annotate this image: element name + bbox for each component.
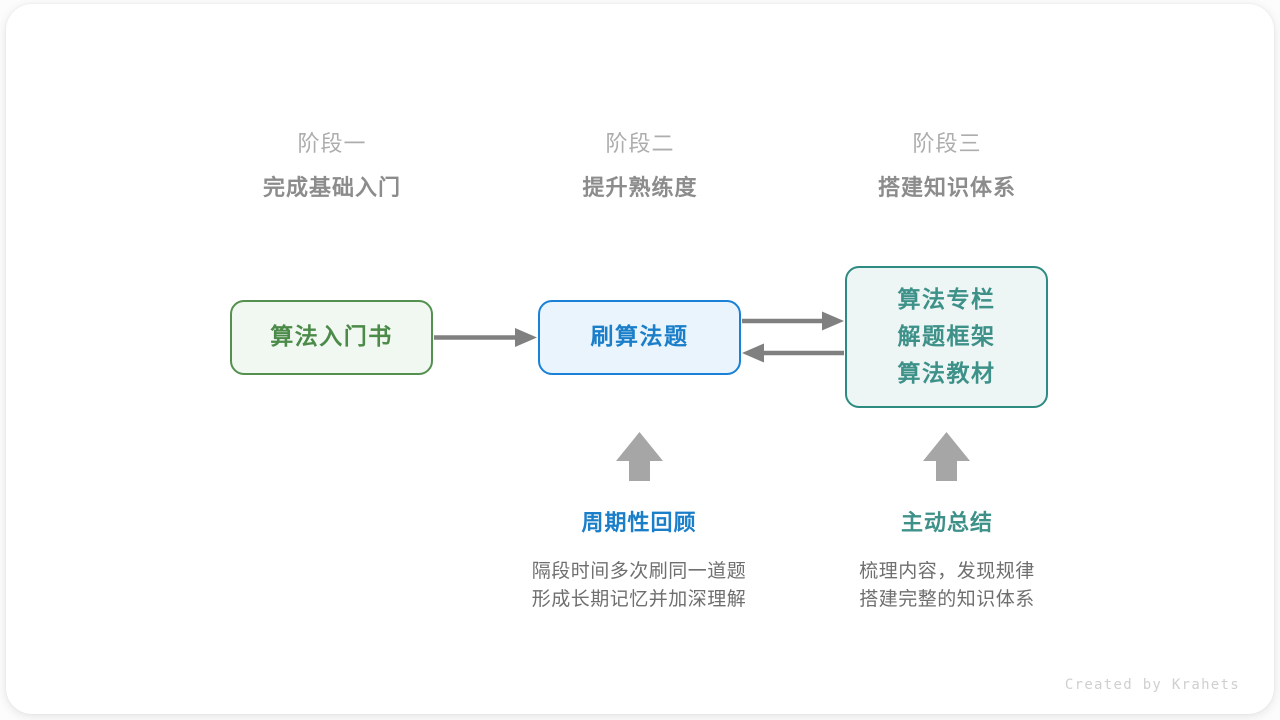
node-algorithm-intro-book[interactable]: 算法入门书 [230,300,433,375]
note-title: 主动总结 [900,511,993,536]
node-line: 算法教材 [897,360,996,387]
note-body-line: 梳理内容，发现规律 [859,560,1035,582]
note-body-line: 隔段时间多次刷同一道题 [531,560,747,582]
node-line: 解题框架 [897,323,996,350]
stage-index-label-3: 阶段三 [912,132,982,157]
stage-heading-3: 阶段三 搭建知识体系 [817,130,1077,205]
node-line: 算法专栏 [897,286,996,313]
stage-index-label-1: 阶段一 [297,132,367,157]
note-active-summary: 主动总结 梳理内容，发现规律 搭建完整的知识体系 [797,509,1097,613]
stage-heading-2: 阶段二 提升熟练度 [510,130,770,205]
note-body-line: 形成长期记忆并加深理解 [531,588,747,610]
note-title: 周期性回顾 [581,511,697,536]
stage-title-1: 完成基础入门 [262,176,401,201]
stage-index-label-2: 阶段二 [605,132,675,157]
note-body: 梳理内容，发现规律 搭建完整的知识体系 [797,557,1097,613]
node-knowledge-resources[interactable]: 算法专栏 解题框架 算法教材 [845,266,1048,408]
stage-title-3: 搭建知识体系 [877,176,1016,201]
node-line: 算法入门书 [270,324,393,350]
stage-title-2: 提升熟练度 [582,176,698,201]
credit-label: Created by Krahets [1064,677,1240,693]
node-practice-problems[interactable]: 刷算法题 [538,300,741,375]
note-periodic-review: 周期性回顾 隔段时间多次刷同一道题 形成长期记忆并加深理解 [489,509,789,613]
note-body-line: 搭建完整的知识体系 [859,588,1035,610]
note-body: 隔段时间多次刷同一道题 形成长期记忆并加深理解 [489,557,789,613]
stage-heading-1: 阶段一 完成基础入门 [202,130,462,205]
node-line: 刷算法题 [590,324,689,350]
